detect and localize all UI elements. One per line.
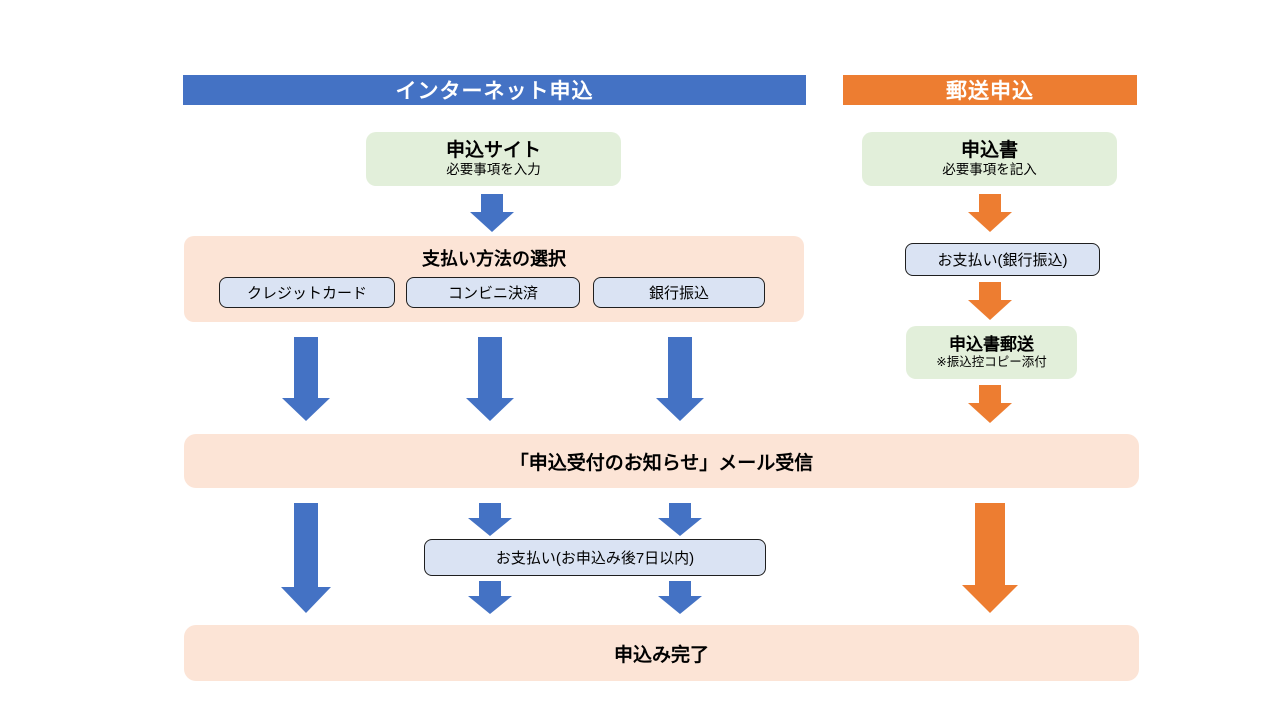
arrow-down-icon [962, 503, 1018, 613]
arrow-down-icon [968, 194, 1012, 232]
step-mail-application-form-title: 申込書郵送 [949, 335, 1034, 355]
step-application-site: 申込サイト 必要事項を入力 [366, 132, 621, 186]
step-application-form-subtitle: 必要事項を記入 [942, 162, 1037, 178]
step-application-site-title: 申込サイト [445, 139, 541, 161]
arrow-down-icon [466, 337, 514, 421]
step-application-complete: 申込み完了 [184, 625, 1139, 681]
option-credit-card: クレジットカード [219, 277, 395, 308]
arrow-down-icon [281, 503, 331, 613]
arrow-down-icon [656, 337, 704, 421]
header-internet-application: インターネット申込 [183, 75, 806, 105]
step-application-form-title: 申込書 [960, 139, 1018, 161]
header-internet-label: インターネット申込 [395, 80, 594, 103]
step-mail-application-form: 申込書郵送 ※振込控コピー添付 [906, 326, 1077, 379]
step-application-site-subtitle: 必要事項を入力 [446, 162, 541, 178]
step-payment-method-selection: 支払い方法の選択 クレジットカード コンビニ決済 銀行振込 [184, 236, 804, 322]
step-payment-deadline: お支払い(お申込み後7日以内) [424, 539, 766, 576]
acceptance-notice-label: 「申込受付のお知らせ」メール受信 [509, 452, 814, 474]
application-complete-label: 申込み完了 [613, 644, 709, 666]
step-mail-application-form-subtitle: ※振込控コピー添付 [936, 355, 1047, 370]
step-acceptance-notice-email: 「申込受付のお知らせ」メール受信 [184, 434, 1139, 488]
arrow-down-icon [658, 581, 702, 614]
arrow-down-icon [658, 503, 702, 536]
arrow-down-icon [282, 337, 330, 421]
step-mail-payment: お支払い(銀行振込) [905, 243, 1100, 276]
arrow-down-icon [470, 194, 514, 232]
payment-method-selection-title: 支払い方法の選択 [422, 249, 566, 269]
option-bank-transfer: 銀行振込 [593, 277, 765, 308]
arrow-down-icon [468, 503, 512, 536]
arrow-down-icon [968, 282, 1012, 320]
option-convenience-store: コンビニ決済 [406, 277, 580, 308]
header-mail-label: 郵送申込 [946, 80, 1034, 103]
arrow-down-icon [968, 385, 1012, 423]
header-mail-application: 郵送申込 [843, 75, 1137, 105]
step-application-form: 申込書 必要事項を記入 [862, 132, 1117, 186]
arrow-down-icon [468, 581, 512, 614]
